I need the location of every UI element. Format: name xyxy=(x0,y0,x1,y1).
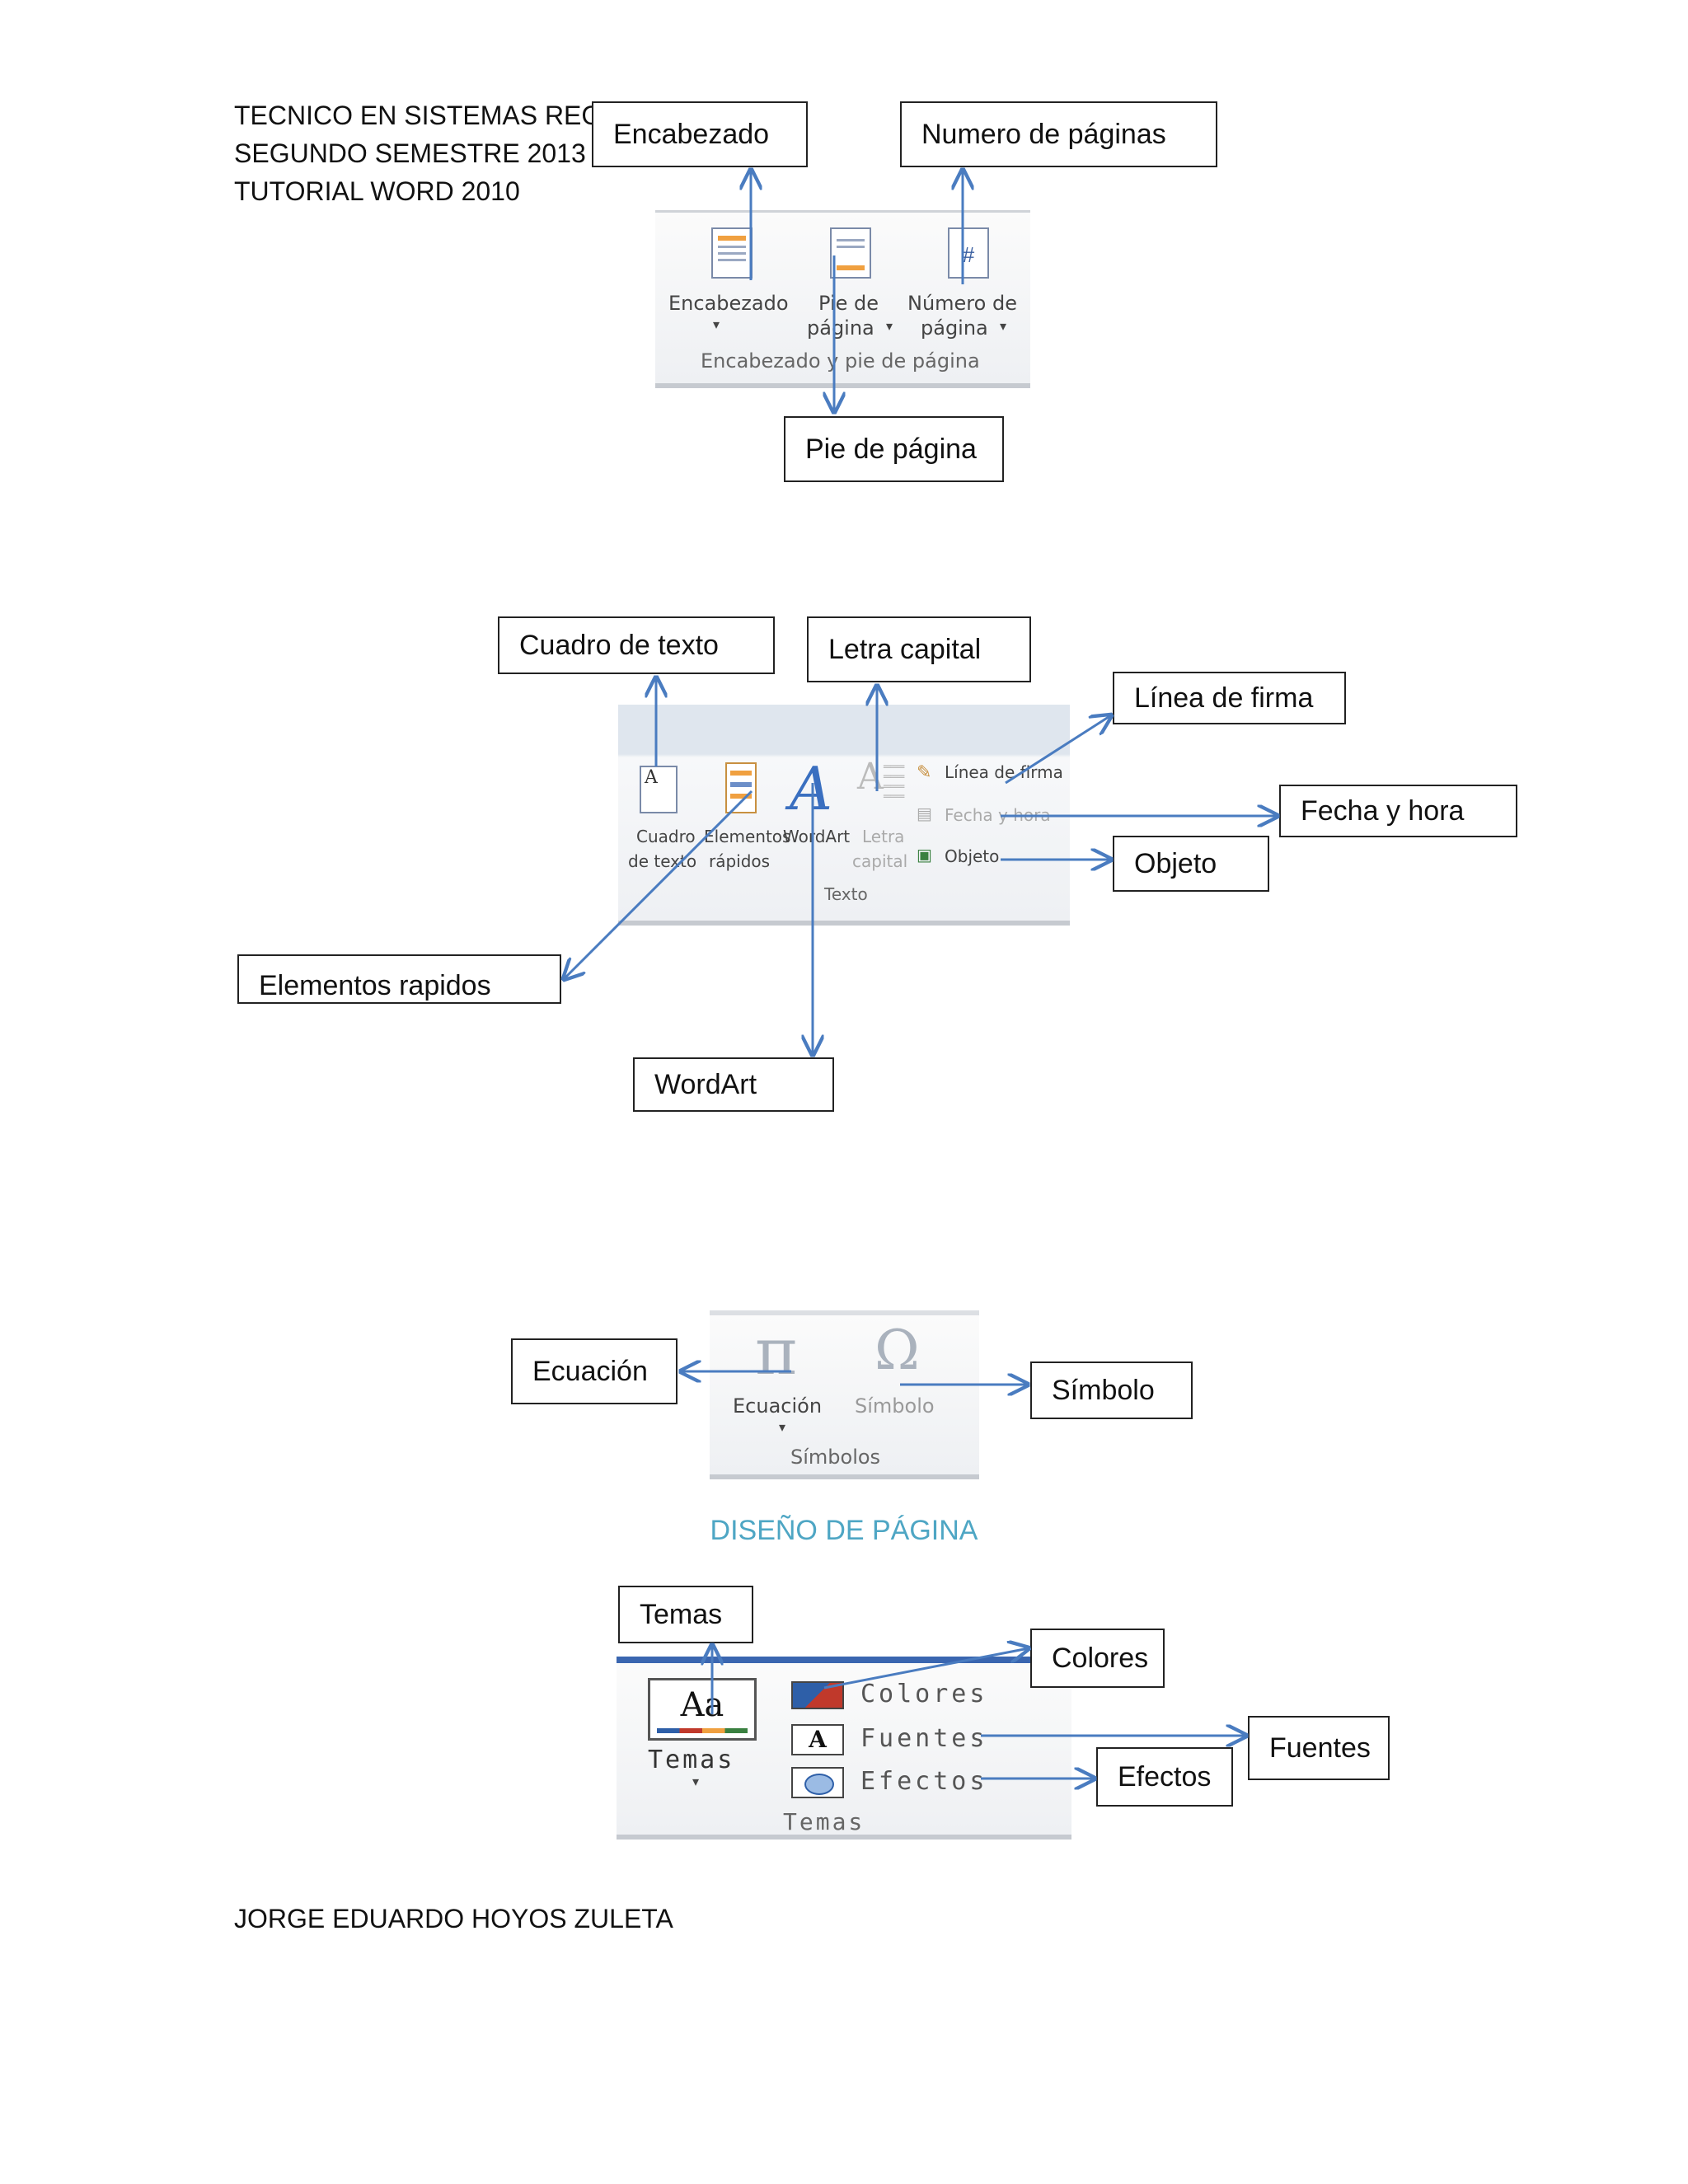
ribbon-simbolos: π Ω Ecuación Símbolo ▾ Símbolos xyxy=(710,1310,979,1479)
group-label: Temas xyxy=(783,1808,865,1835)
numero-button-label-2[interactable]: página xyxy=(921,316,988,340)
callout-text: Efectos xyxy=(1118,1760,1212,1793)
page-number-icon: # xyxy=(948,227,989,279)
cuadro-label-1[interactable]: Cuadro xyxy=(636,827,696,846)
numero-button-label-1[interactable]: Número de xyxy=(907,292,1017,315)
callout-text: Objeto xyxy=(1134,847,1217,879)
colors-icon xyxy=(791,1681,844,1709)
group-label: Encabezado y pie de página xyxy=(701,349,980,373)
callout-colores: Colores xyxy=(1030,1629,1165,1688)
cuadro-label-2[interactable]: de texto xyxy=(628,851,697,871)
callout-numero-paginas: Numero de páginas xyxy=(900,101,1217,167)
callout-cuadro-texto: Cuadro de texto xyxy=(498,616,775,674)
chevron-down-icon: ▾ xyxy=(1000,318,1007,334)
simbolo-button-label[interactable]: Símbolo xyxy=(855,1394,935,1418)
callout-text: Línea de firma xyxy=(1134,682,1314,714)
callout-text: Encabezado xyxy=(613,118,770,150)
signature-line-icon: ✎ xyxy=(917,762,932,783)
effects-icon xyxy=(791,1767,844,1798)
author-name: JORGE EDUARDO HOYOS ZULETA xyxy=(234,1904,673,1933)
callout-efectos: Efectos xyxy=(1096,1747,1233,1807)
callout-text: Elementos rapidos xyxy=(259,970,491,1001)
callout-simbolo: Símbolo xyxy=(1030,1361,1193,1419)
group-label: Texto xyxy=(824,884,868,904)
header-line-3: TUTORIAL WORD 2010 xyxy=(234,176,520,206)
drop-cap-lines-icon: ════════════ xyxy=(884,761,905,804)
header-icon xyxy=(711,227,753,279)
callout-fecha-hora: Fecha y hora xyxy=(1279,785,1517,837)
group-label: Símbolos xyxy=(790,1446,881,1469)
callout-linea-firma: Línea de firma xyxy=(1113,672,1346,724)
text-box-icon: A xyxy=(640,766,678,813)
omega-icon: Ω xyxy=(874,1319,920,1382)
chevron-down-icon: ▾ xyxy=(886,318,893,334)
elementos-label-2[interactable]: rápidos xyxy=(709,851,771,871)
callout-text: WordArt xyxy=(654,1068,757,1100)
fecha-hora-label[interactable]: Fecha y hora xyxy=(945,805,1051,825)
callout-pie-pagina: Pie de página xyxy=(784,416,1004,482)
ribbon-temas: Aa Temas ▾ Colores A Fuentes Efectos Tem… xyxy=(617,1657,1071,1840)
efectos-button-label[interactable]: Efectos xyxy=(860,1767,988,1796)
wordart-label[interactable]: WordArt xyxy=(783,827,851,846)
date-time-icon: ▤ xyxy=(917,804,932,823)
fonts-icon: A xyxy=(791,1724,844,1755)
ribbon-texto: A A A ════════════ Cuadro de texto Eleme… xyxy=(618,705,1070,926)
callout-text: Pie de página xyxy=(805,433,977,465)
callout-temas: Temas xyxy=(618,1586,753,1643)
colores-button-label[interactable]: Colores xyxy=(860,1680,988,1708)
elementos-label-1[interactable]: Elementos xyxy=(704,827,791,846)
callout-text: Cuadro de texto xyxy=(519,629,719,661)
callout-ecuacion: Ecuación xyxy=(511,1338,678,1404)
header-line-2: SEGUNDO SEMESTRE 2013 xyxy=(234,138,586,168)
pie-button-label-1[interactable]: Pie de xyxy=(818,292,879,315)
callout-encabezado: Encabezado xyxy=(592,101,808,167)
themes-icon: Aa xyxy=(648,1678,757,1741)
chevron-down-icon: ▾ xyxy=(779,1419,786,1435)
callout-text: Numero de páginas xyxy=(921,118,1166,150)
header-line-1: TECNICO EN SISTEMAS REGIO xyxy=(234,101,631,130)
ecuacion-button-label[interactable]: Ecuación xyxy=(733,1394,823,1418)
objeto-label[interactable]: Objeto xyxy=(945,846,1000,866)
section-title: DISEÑO DE PÁGINA xyxy=(710,1515,978,1546)
footer-icon xyxy=(830,227,871,279)
callout-wordart: WordArt xyxy=(633,1057,834,1112)
quick-parts-icon xyxy=(725,762,757,813)
callout-text: Fecha y hora xyxy=(1301,794,1465,827)
callout-text: Colores xyxy=(1052,1642,1149,1674)
object-icon: ▣ xyxy=(917,845,932,865)
chevron-down-icon: ▾ xyxy=(713,316,720,332)
callout-text: Fuentes xyxy=(1269,1732,1371,1764)
callout-text: Letra capital xyxy=(828,633,982,665)
callout-objeto: Objeto xyxy=(1113,836,1269,892)
letra-label-1[interactable]: Letra xyxy=(862,827,905,846)
fuentes-button-label[interactable]: Fuentes xyxy=(860,1724,988,1753)
callout-text: Ecuación xyxy=(532,1355,648,1387)
drop-cap-icon: A xyxy=(857,756,884,798)
ribbon-encabezado-pie: # Encabezado ▾ Pie de página ▾ Número de… xyxy=(655,210,1030,388)
wordart-icon: A xyxy=(790,754,832,823)
chevron-down-icon: ▾ xyxy=(692,1774,700,1789)
callout-letra-capital: Letra capital xyxy=(807,616,1031,682)
callout-elementos-rapidos: Elementos rapidos xyxy=(237,954,561,1004)
temas-button-label[interactable]: Temas xyxy=(648,1746,735,1774)
callout-fuentes: Fuentes xyxy=(1248,1716,1390,1780)
callout-text: Temas xyxy=(640,1598,723,1630)
pi-icon: π xyxy=(755,1315,798,1390)
pie-button-label-2[interactable]: página xyxy=(807,316,874,340)
callout-text: Símbolo xyxy=(1052,1374,1155,1406)
letra-label-2[interactable]: capital xyxy=(852,851,908,871)
encabezado-button-label[interactable]: Encabezado xyxy=(668,292,789,315)
linea-firma-label[interactable]: Línea de firma xyxy=(945,762,1063,782)
